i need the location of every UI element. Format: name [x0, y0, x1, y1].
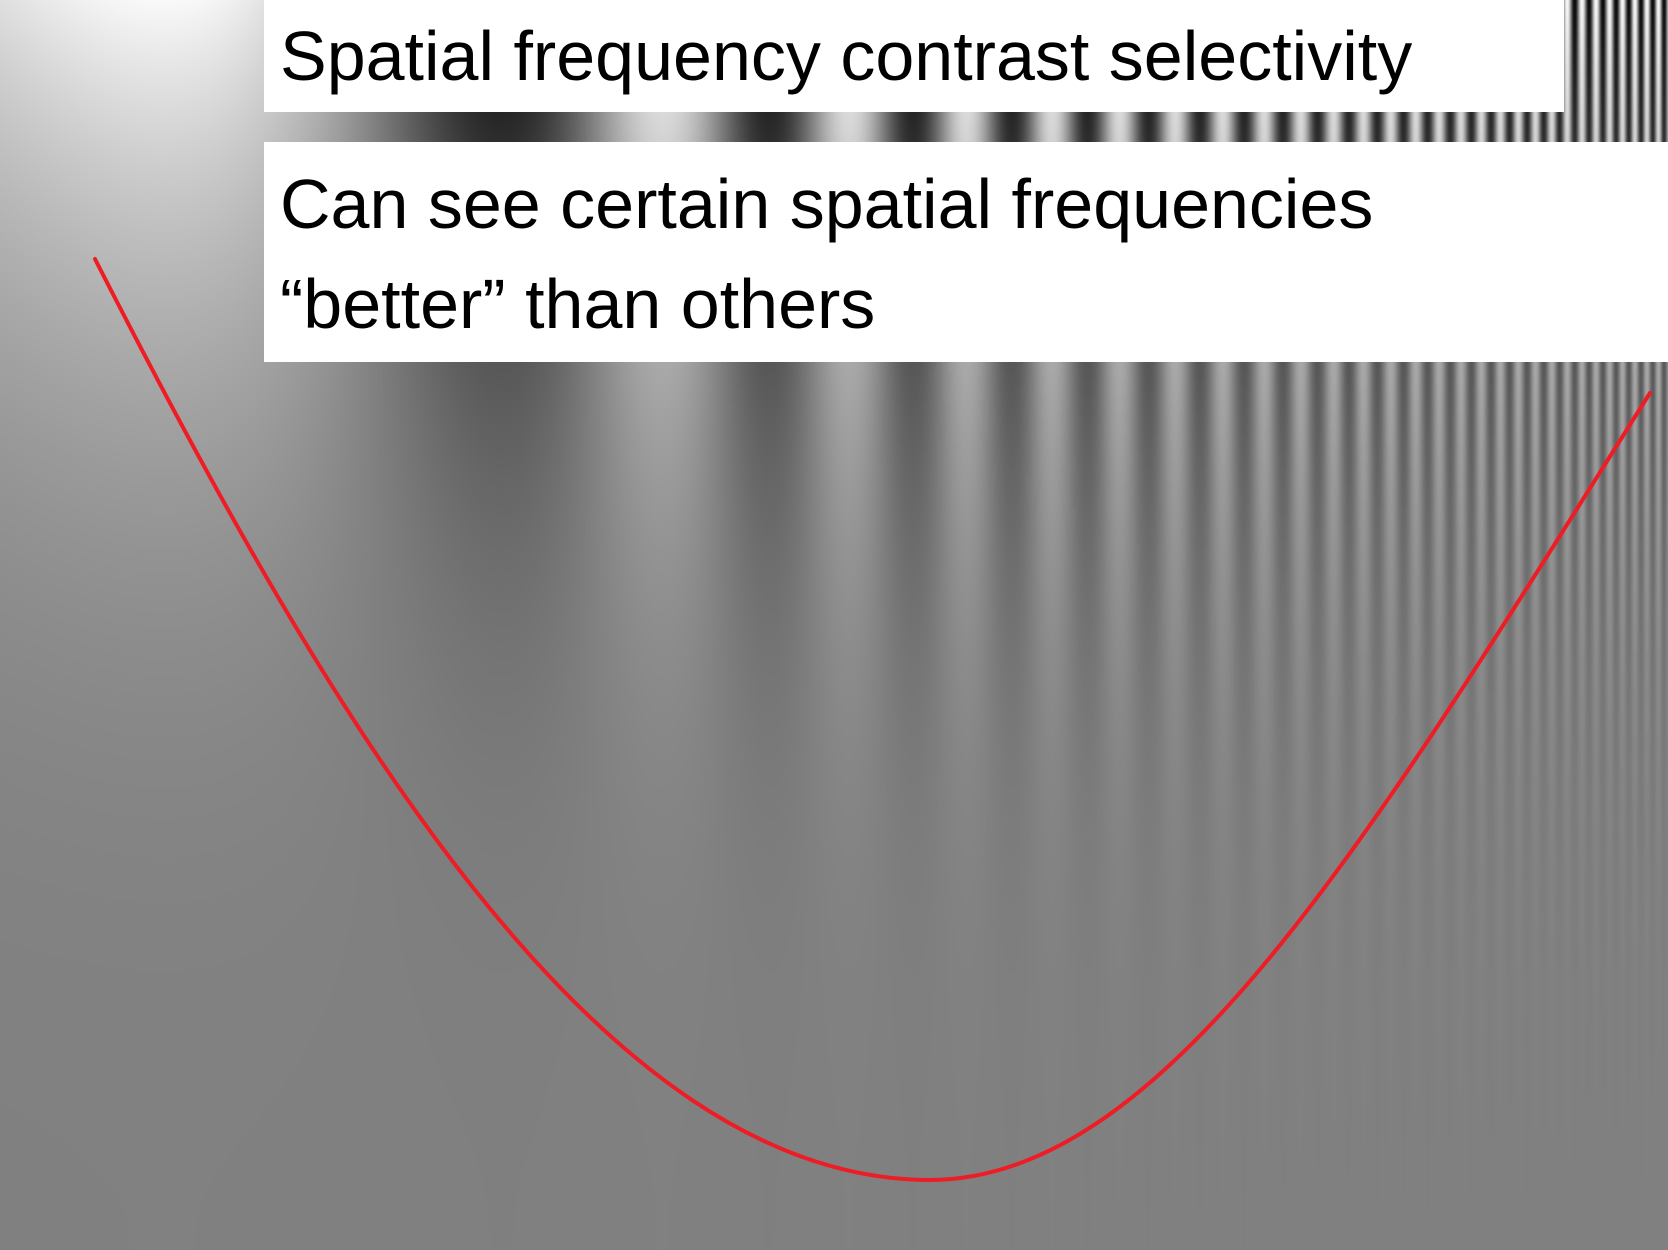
subtitle-box: Can see certain spatial frequencies “bet… — [264, 142, 1668, 362]
title-box: Spatial frequency contrast selectivity — [264, 0, 1564, 112]
subtitle-line-1: Can see certain spatial frequencies — [280, 165, 1374, 243]
subtitle-line-2: “better” than others — [280, 265, 876, 343]
slide-title: Spatial frequency contrast selectivity — [280, 17, 1413, 95]
contrast-sensitivity-curve — [93, 257, 1652, 1183]
